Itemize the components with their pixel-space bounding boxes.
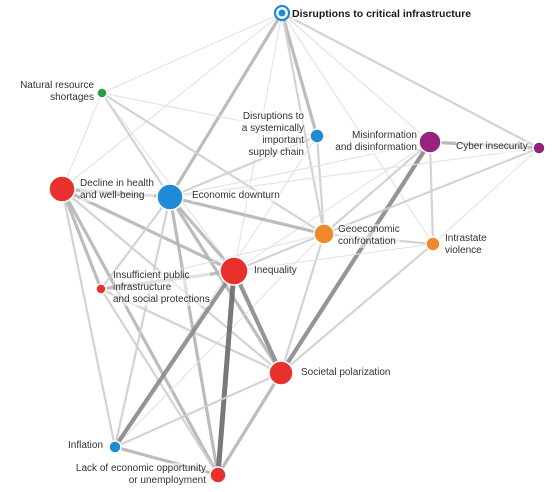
node-inequality[interactable]	[219, 256, 249, 286]
label-natural-resource: Natural resource shortages	[18, 80, 94, 104]
edge-cyber-economic_downturn	[169, 147, 540, 198]
node-decline-health[interactable]	[48, 175, 76, 203]
edge-economic_downturn-insufficient_public	[99, 195, 172, 291]
node-insufficient-public[interactable]	[95, 283, 107, 295]
label-economic-downturn: Economic downturn	[192, 190, 280, 202]
edge-misinformation-societal_polarization	[278, 139, 433, 376]
label-decline-health: Decline in health and well-being	[80, 178, 154, 202]
edge-cyber-geoeconomic	[322, 146, 541, 236]
label-cyber: Cyber insecurity	[456, 141, 528, 153]
label-supply-chain: Disruptions to a systemically important …	[238, 111, 304, 159]
edge-societal_polarization-inflation	[113, 371, 283, 449]
edge-geoeconomic-inequality	[232, 232, 326, 273]
edge-disruptions_infrastructure-intrastate	[281, 12, 434, 245]
edge-economic_downturn-lack_economic	[168, 195, 220, 477]
edge-inequality-lack_economic	[215, 268, 237, 478]
edge-disruptions_infrastructure-cyber	[280, 11, 541, 150]
edge-decline_health-inflation	[60, 187, 117, 449]
label-insufficient-public: Insufficient public infrastructure and s…	[113, 270, 210, 306]
edge-intrastate-societal_polarization	[279, 242, 435, 375]
edge-decline_health-inequality	[60, 187, 236, 273]
node-economic-downturn[interactable]	[156, 183, 184, 211]
node-misinformation[interactable]	[418, 130, 442, 154]
node-cyber[interactable]	[532, 141, 546, 155]
edge-cyber-intrastate	[432, 147, 540, 245]
edge-inequality-societal_polarization	[231, 268, 284, 376]
node-intrastate[interactable]	[425, 236, 441, 252]
label-lack-economic: Lack of economic opportunity or unemploy…	[72, 463, 206, 487]
edge-natural_resource-economic_downturn	[100, 91, 172, 199]
edge-societal_polarization-lack_economic	[216, 371, 283, 477]
node-supply-chain[interactable]	[309, 128, 325, 144]
label-intrastate: Intrastate violence	[445, 233, 487, 257]
node-disruptions-infrastructure[interactable]	[278, 9, 286, 17]
edge-disruptions_infrastructure-supply_chain	[280, 11, 319, 138]
label-geoeconomic: Geoeconomic confrontation	[338, 224, 400, 248]
node-geoeconomic[interactable]	[313, 223, 335, 245]
edge-natural_resource-geoeconomic	[100, 91, 326, 236]
label-inequality: Inequality	[254, 265, 297, 277]
node-lack-economic[interactable]	[209, 466, 227, 484]
node-natural-resource[interactable]	[96, 87, 108, 99]
edge-geoeconomic-societal_polarization	[279, 232, 326, 375]
edge-disruptions_infrastructure-decline_health	[61, 12, 283, 190]
label-societal-polarization: Societal polarization	[301, 367, 391, 379]
edge-disruptions_infrastructure-natural_resource	[101, 12, 283, 94]
edge-disruptions_infrastructure-economic_downturn	[168, 11, 284, 199]
edge-disruptions_infrastructure-misinformation	[281, 12, 431, 143]
edge-inequality-inflation	[112, 268, 237, 450]
edge-supply_chain-geoeconomic	[315, 134, 326, 236]
edge-natural_resource-inequality	[101, 92, 235, 272]
edge-misinformation-inequality	[233, 141, 431, 272]
edge-misinformation-intrastate	[428, 140, 435, 246]
edge-decline_health-insufficient_public	[60, 187, 103, 291]
node-societal-polarization[interactable]	[268, 360, 294, 386]
edge-economic_downturn-geoeconomic	[168, 195, 326, 236]
edge-natural_resource-decline_health	[61, 92, 103, 190]
label-disruptions-infrastructure: Disruptions to critical infrastructure	[292, 8, 472, 20]
label-inflation: Inflation	[68, 440, 104, 452]
label-misinformation: Misinformation and disinformation	[333, 130, 417, 154]
edge-misinformation-geoeconomic	[322, 140, 432, 236]
edge-economic_downturn-inflation	[113, 195, 172, 449]
node-inflation[interactable]	[108, 440, 122, 454]
